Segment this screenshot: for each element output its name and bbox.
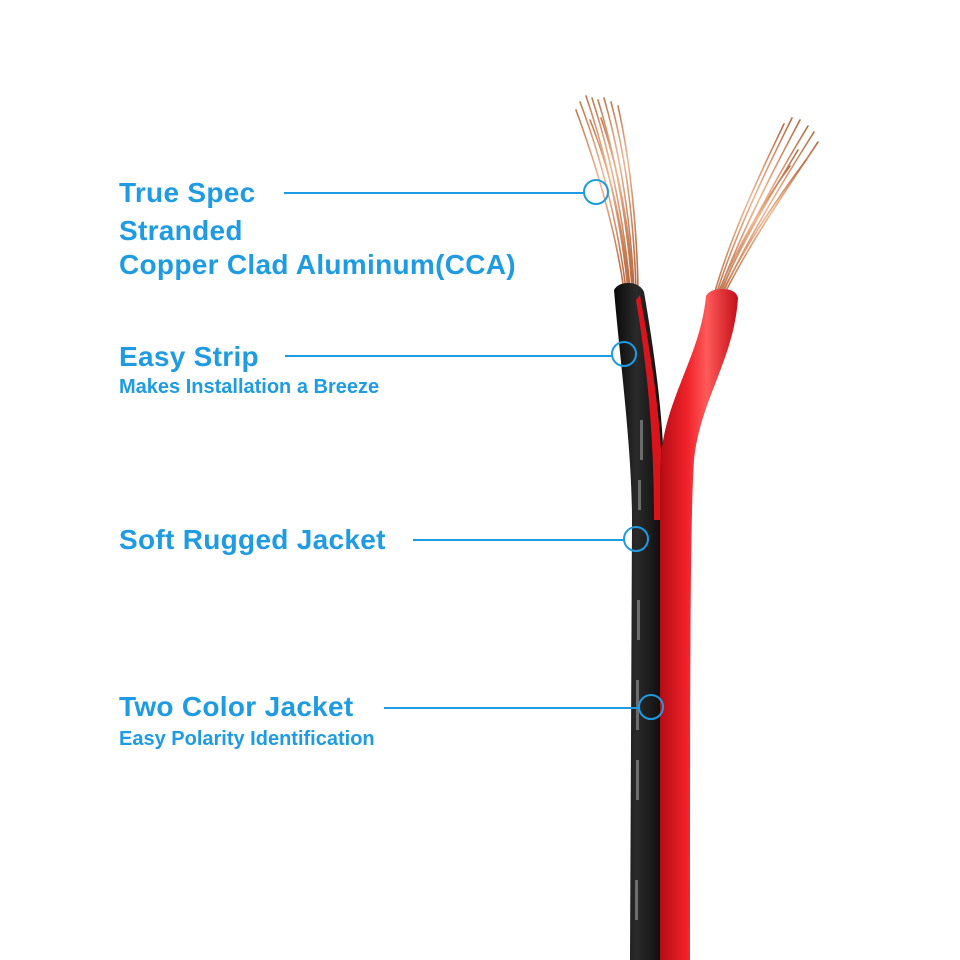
callout-two-color-marker-icon xyxy=(638,694,664,720)
red-wire xyxy=(660,289,738,960)
callout-two-color-title: Two Color Jacket xyxy=(119,691,354,722)
callout-soft-jacket-leader xyxy=(413,539,625,541)
right-copper-strands xyxy=(713,117,819,296)
left-copper-strands xyxy=(575,95,639,291)
callout-true-spec-marker-icon xyxy=(583,179,609,205)
callout-easy-strip-marker-icon xyxy=(611,341,637,367)
callout-easy-strip-subtitle: Makes Installation a Breeze xyxy=(119,376,380,398)
callout-easy-strip-leader xyxy=(285,355,613,357)
callout-two-color-subtitle: Easy Polarity Identification xyxy=(119,728,375,750)
black-wire-red-edge xyxy=(636,295,662,520)
callout-true-spec-leader xyxy=(284,192,584,194)
callout-soft-jacket-title: Soft Rugged Jacket xyxy=(119,524,386,555)
jacket-print-marks xyxy=(635,420,643,920)
callout-true-spec-line-1: Stranded xyxy=(119,215,243,246)
callout-easy-strip-title: Easy Strip xyxy=(119,341,259,372)
callout-true-spec-line-2: Copper Clad Aluminum(CCA) xyxy=(119,249,516,280)
callout-true-spec-title: True Spec xyxy=(119,177,256,208)
callout-two-color-leader xyxy=(384,707,640,709)
callout-soft-jacket-marker-icon xyxy=(623,526,649,552)
